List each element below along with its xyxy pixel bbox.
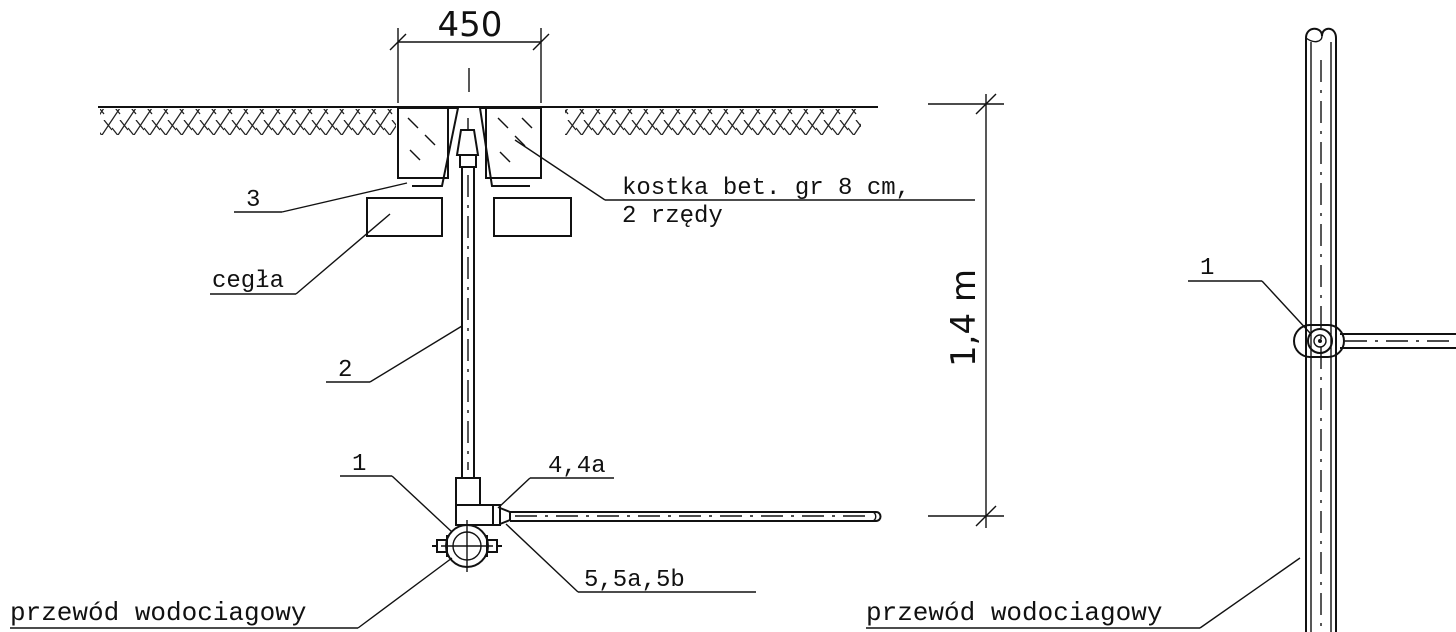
side-clamp <box>1293 324 1456 358</box>
label-kostka: kostka bet. gr 8 cm, 2 rzędy <box>514 139 975 230</box>
main-pipe-vertical <box>1305 27 1337 632</box>
pipe-clamp <box>432 520 502 572</box>
label-1-right-text: 1 <box>1200 255 1214 282</box>
service-branch <box>455 504 882 526</box>
section-view: 450 <box>10 5 1004 629</box>
soil-hatch-left <box>100 109 396 135</box>
label-4-4a: 4,4a <box>497 453 614 509</box>
dimension-450-label: 450 <box>438 5 503 45</box>
brick-right <box>493 197 572 237</box>
label-2-text: 2 <box>338 357 352 384</box>
label-cegla: cegła <box>210 213 391 295</box>
label-pipe-right: przewód wodociagowy <box>866 557 1301 629</box>
label-kostka-line1: kostka bet. gr 8 cm, <box>622 175 910 202</box>
label-pipe-left: przewód wodociagowy <box>10 557 453 629</box>
label-3: 3 <box>234 182 408 214</box>
extension-rod <box>455 167 481 506</box>
dimension-depth-label: 1,4 m <box>944 269 984 367</box>
label-3-text: 3 <box>246 187 260 214</box>
label-2: 2 <box>326 325 463 384</box>
dimension-depth: 1,4 m <box>928 93 1004 528</box>
label-1-right: 1 <box>1188 255 1311 334</box>
label-pipe-right-text: przewód wodociagowy <box>866 598 1162 628</box>
side-view: 1 przewód wodociagowy <box>866 27 1456 632</box>
valve-cap <box>455 118 480 168</box>
label-pipe-left-text: przewód wodociagowy <box>10 598 306 628</box>
label-4-4a-text: 4,4a <box>548 453 606 480</box>
label-kostka-line2: 2 rzędy <box>622 203 723 230</box>
label-1-left-text: 1 <box>352 451 366 478</box>
brick-left <box>366 197 443 237</box>
dimension-450: 450 <box>389 5 550 103</box>
label-1-left: 1 <box>340 451 453 533</box>
label-cegla-text: cegła <box>212 268 284 295</box>
label-5: 5,5a,5b <box>505 523 756 594</box>
label-5-text: 5,5a,5b <box>584 567 685 594</box>
soil-hatch-right <box>565 109 861 135</box>
concrete-blocks <box>397 107 542 187</box>
